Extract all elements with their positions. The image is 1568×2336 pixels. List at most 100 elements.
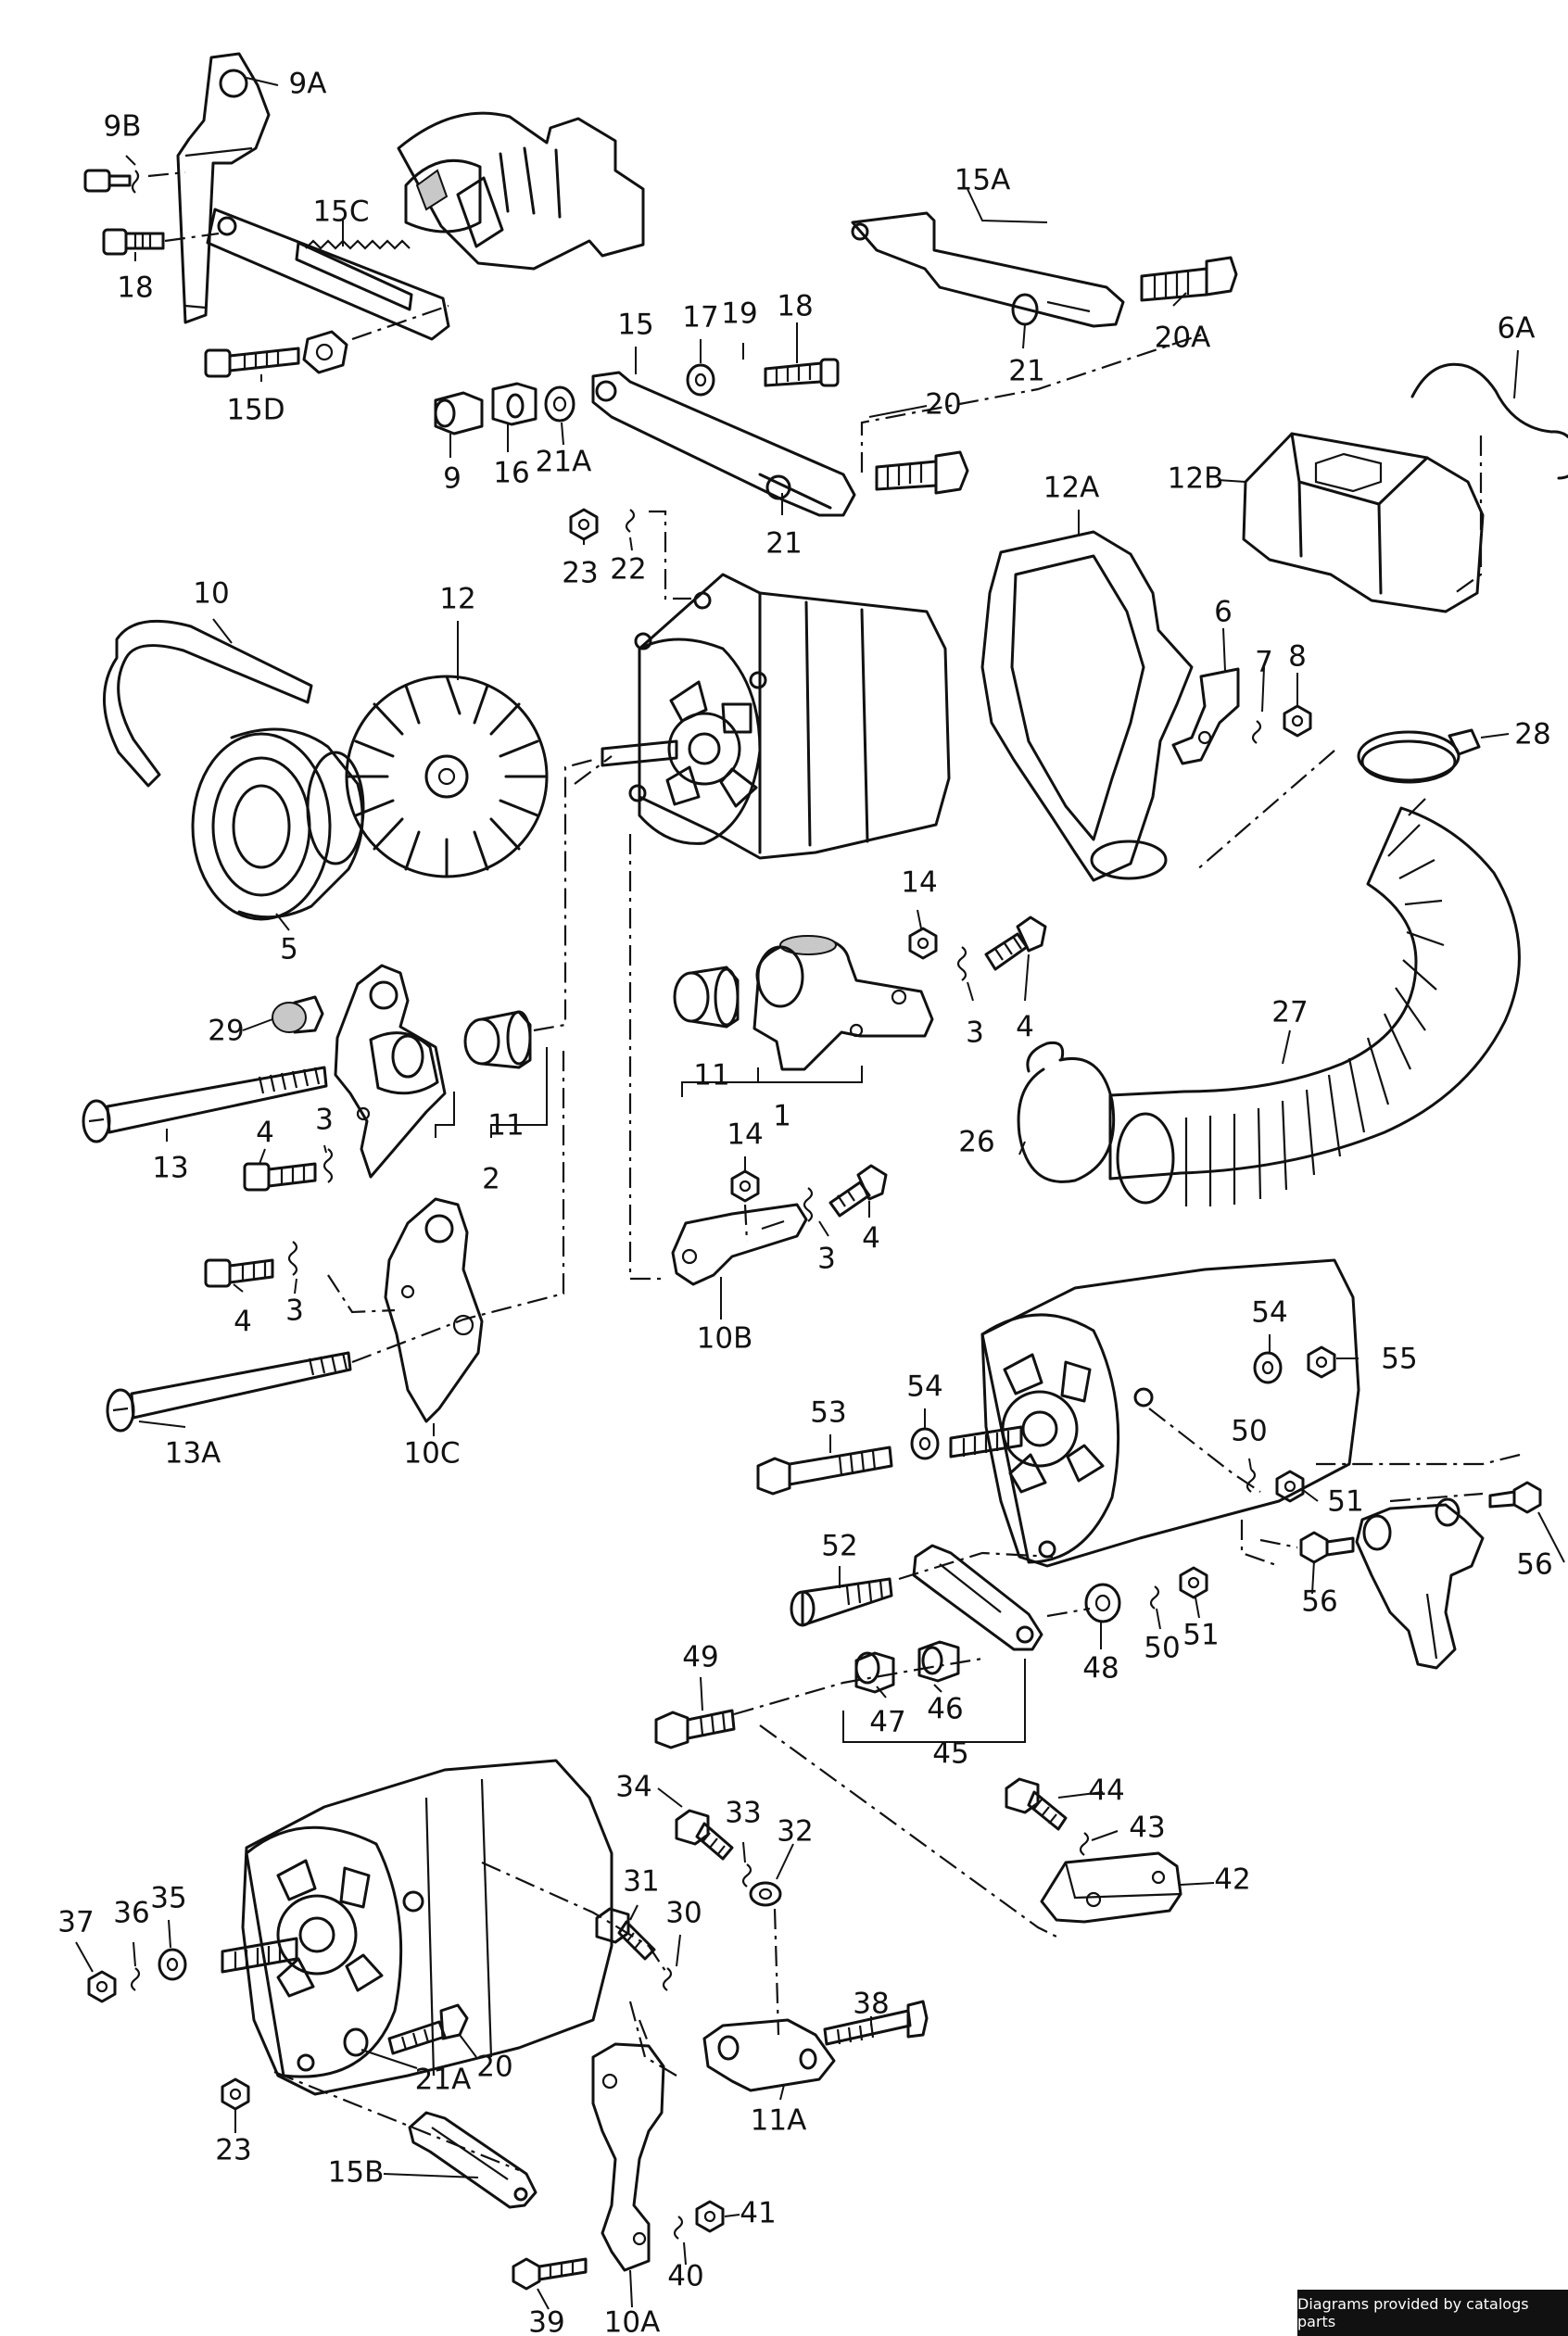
callout-9B: 9B [104,110,142,144]
link-45-drawing [898,1544,1054,1651]
bolt-18-left-drawing [102,228,220,256]
bolt-52-drawing [790,1577,893,1627]
bolt-4-washer-3-lower-drawing [204,1241,396,1314]
callout-48: 48 [1082,1652,1119,1686]
bracket-11a-drawing [628,2001,836,2092]
nut-37-washers-36-35-drawing [87,1948,187,2003]
bolt-56-drawing [1240,1453,1542,1568]
callout-3: 3 [315,1104,334,1137]
callout-4: 4 [862,1222,880,1256]
callout-20A: 20A [1155,322,1211,355]
bolt-31-washer-30-drawing [595,1907,673,1991]
callout-23: 23 [562,557,598,590]
callout-39: 39 [528,2306,564,2336]
bracket-56-drawing [1355,1497,1485,1670]
callout-46: 46 [927,1693,963,1726]
callout-31: 31 [623,1865,659,1899]
bolt-4-washer-3-10b-drawing [803,1164,888,1222]
callout-37: 37 [57,1906,94,1939]
bolt-20-washer-21a-bottom-drawing [387,2003,469,2055]
callout-20: 20 [476,2051,512,2084]
callout-38: 38 [853,1988,889,2021]
callout-53: 53 [810,1396,846,1430]
washer-54-upper-drawing [1253,1345,1336,1384]
callout-12B: 12B [1168,462,1224,496]
bolt-18-right-drawing [764,358,840,387]
bracket-9a-drawing [176,52,271,324]
callout-15B: 15B [328,2156,385,2190]
leader-lines [75,77,1565,2310]
callout-15C: 15C [312,196,369,229]
adjust-bracket-15c-drawing [206,208,450,341]
clamp-28-drawing [1195,728,1481,872]
callout-13A: 13A [165,1437,221,1471]
callout-47: 47 [869,1706,905,1739]
callout-5: 5 [280,933,298,966]
bolt-4-washer-3-right-drawing [956,915,1047,981]
nut-41-washer-40-drawing [673,2200,725,2240]
alternator-top-drawing [397,111,645,271]
diagram-credit-footer: Diagrams provided by catalogs parts [1297,2290,1568,2336]
alternator-second-drawing [949,1258,1360,1568]
cover-12a-drawing [980,530,1194,882]
callout-23: 23 [215,2134,251,2167]
callout-14: 14 [901,866,937,900]
bolt-34-washers-33-32-drawing [675,1809,782,2036]
callout-17: 17 [682,301,718,335]
callout-12A: 12A [1043,472,1100,505]
mount-1-drawing [752,935,934,1071]
callout-27: 27 [1271,996,1308,1029]
bolt-38-drawing [823,2000,929,2046]
bolt-49-drawing [654,1657,1057,1938]
footer-text: Diagrams provided by catalogs parts [1297,2295,1529,2330]
callout-29: 29 [208,1015,244,1048]
callout-36: 36 [113,1897,149,1930]
nut-14-lower-drawing [730,1169,760,1243]
bolt-13a-drawing [106,1047,565,1433]
nut-23-bottom-drawing [221,2070,520,2172]
callout-10A: 10A [604,2306,661,2336]
callout-22: 22 [610,553,646,587]
pulley-5-drawing [191,727,365,921]
callout-11: 11 [693,1059,729,1092]
callout-12: 12 [439,583,475,616]
callout-32: 32 [777,1815,813,1849]
callout-40: 40 [667,2260,703,2293]
callout-9: 9 [443,462,462,496]
callout-15: 15 [617,309,653,342]
callout-10: 10 [193,577,229,611]
nut-23-washer-22-drawing [569,508,691,600]
fan-12-drawing [345,675,613,878]
callout-11A: 11A [751,2104,807,2138]
callout-3: 3 [285,1294,304,1328]
regulator-12b-drawing [1242,432,1485,613]
o-ring-26-drawing [1017,1041,1116,1183]
callout-15D: 15D [226,394,285,427]
bushing-9-16-drawing [434,382,575,436]
bolt-20-drawing [860,332,1206,495]
callout-30: 30 [665,1897,702,1930]
callout-50: 50 [1144,1632,1180,1665]
washer-17-drawing [686,363,715,397]
bushing-11-right-drawing [673,966,740,1029]
callout-14: 14 [727,1118,763,1152]
bolt-20a-drawing [1140,256,1238,302]
callout-45: 45 [932,1737,968,1771]
bolt-53-drawing [756,1427,940,1496]
bracket-10b-drawing [628,834,808,1286]
callout-4: 4 [256,1117,274,1150]
callout-6: 6 [1214,596,1233,629]
callout-42: 42 [1214,1863,1250,1897]
callout-16: 16 [493,457,529,490]
washer-50-nut-51-upper-drawing [1148,1408,1305,1503]
bracket-10c-drawing [384,1197,484,1423]
callout-8: 8 [1288,640,1307,674]
bolt-44-washer-43-drawing [1005,1777,1090,1856]
callout-51: 51 [1182,1619,1219,1652]
callout-54: 54 [906,1370,942,1404]
callout-28: 28 [1514,718,1550,751]
callout-7: 7 [1255,646,1273,679]
callout-55: 55 [1381,1343,1417,1376]
callout-3: 3 [966,1016,984,1050]
